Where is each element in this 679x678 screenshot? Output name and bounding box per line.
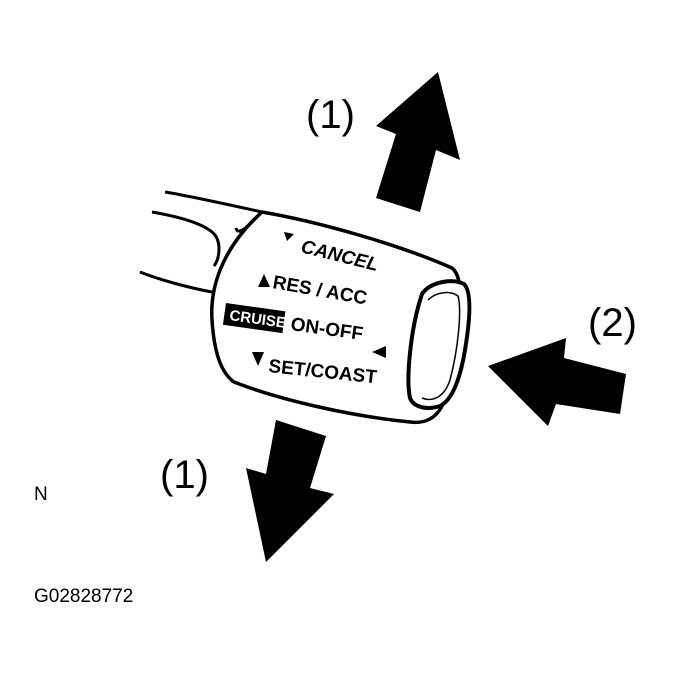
switch-head [210,210,463,425]
cancel-arrow-icon [284,232,294,241]
callout-down: (1) [160,453,209,497]
up-arrow-icon [376,72,460,212]
set-coast-arrow-icon [252,352,264,366]
marker-label: N [34,484,48,505]
down-arrow-icon [246,420,334,562]
res-acc-arrow-icon [258,274,270,287]
end-button [406,279,472,410]
cruise-badge [222,303,286,334]
callout-up: (1) [306,93,355,137]
lever-shaft [139,190,263,294]
on-off-arrow-icon [372,346,386,358]
push-arrow-icon [488,338,626,426]
figure-id: G02828772 [34,586,133,607]
callout-push: (2) [588,301,637,345]
